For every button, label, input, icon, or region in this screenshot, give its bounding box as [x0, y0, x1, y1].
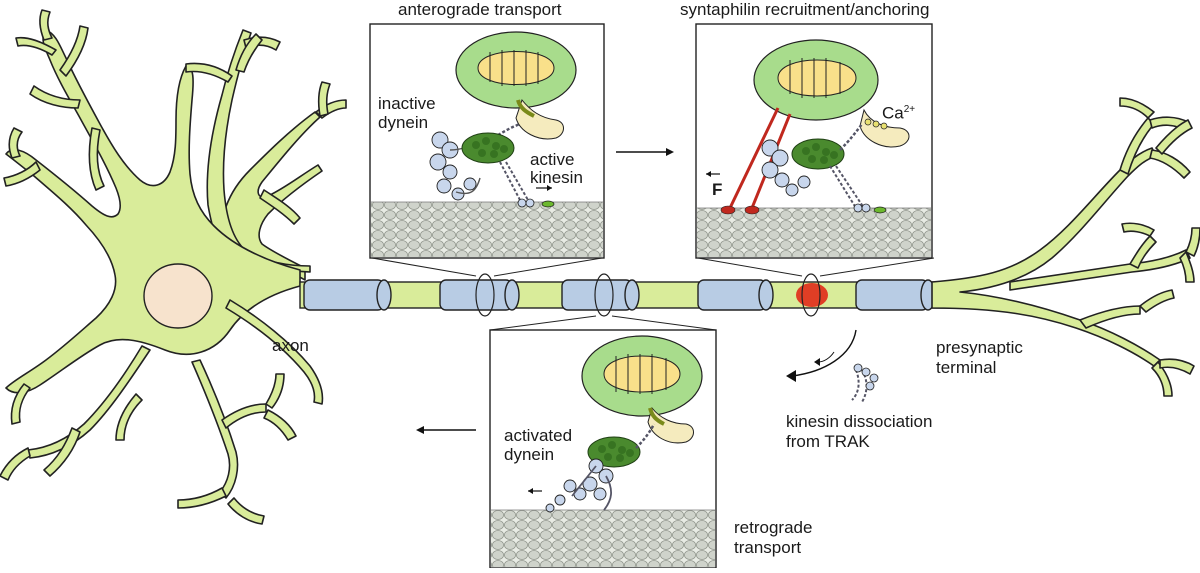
panel-syntaphilin: [695, 23, 933, 259]
label-syntaphilin: syntaphilin recruitment/anchoring: [680, 0, 930, 19]
myelin-segment: [303, 279, 385, 311]
arrow-retrograde-direction: [416, 426, 476, 434]
label-calcium: Ca2+: [882, 103, 916, 123]
label-active: active: [530, 150, 575, 169]
label-terminal: terminal: [936, 358, 997, 377]
label-inactive-dynein: dynein: [378, 113, 429, 132]
panel-connectors: [371, 257, 935, 331]
panel-retrograde: [489, 329, 717, 569]
label-activated: activated: [504, 426, 573, 445]
label-axon: axon: [272, 336, 309, 355]
neuron-cell: [0, 9, 347, 525]
label-kinesin-dissociation: kinesin dissociation: [786, 412, 933, 431]
label-activated-dynein: dynein: [504, 445, 555, 464]
section-rings: [475, 273, 821, 317]
presynaptic-terminal: [931, 97, 1200, 397]
arrow-kinesin-dissociation: [786, 329, 857, 382]
dissociated-kinesin: [851, 363, 879, 403]
myelin-segment: [561, 279, 633, 311]
label-active-kinesin: kinesin: [530, 168, 583, 187]
panel-anterograde: [369, 23, 605, 259]
kinesin-motor: [461, 132, 515, 164]
label-retrograde: retrograde: [734, 518, 813, 537]
anchoring-spot: [796, 283, 828, 307]
label-presynaptic: presynaptic: [936, 338, 1023, 357]
syntaphilin-anchors: [728, 107, 792, 209]
kinesin-motor: [791, 138, 845, 170]
kinesin-motor: [587, 436, 641, 468]
label-retrograde-transport: transport: [734, 538, 802, 557]
myelin-segment: [855, 279, 929, 311]
label-from-trak: from TRAK: [786, 432, 870, 451]
arrow-panel-transition: [616, 148, 674, 156]
label-inactive: inactive: [378, 94, 436, 113]
label-force: F: [712, 180, 723, 199]
label-anterograde-transport: anterograde transport: [398, 0, 562, 19]
nucleus: [143, 263, 213, 329]
myelin-segment: [697, 279, 767, 311]
